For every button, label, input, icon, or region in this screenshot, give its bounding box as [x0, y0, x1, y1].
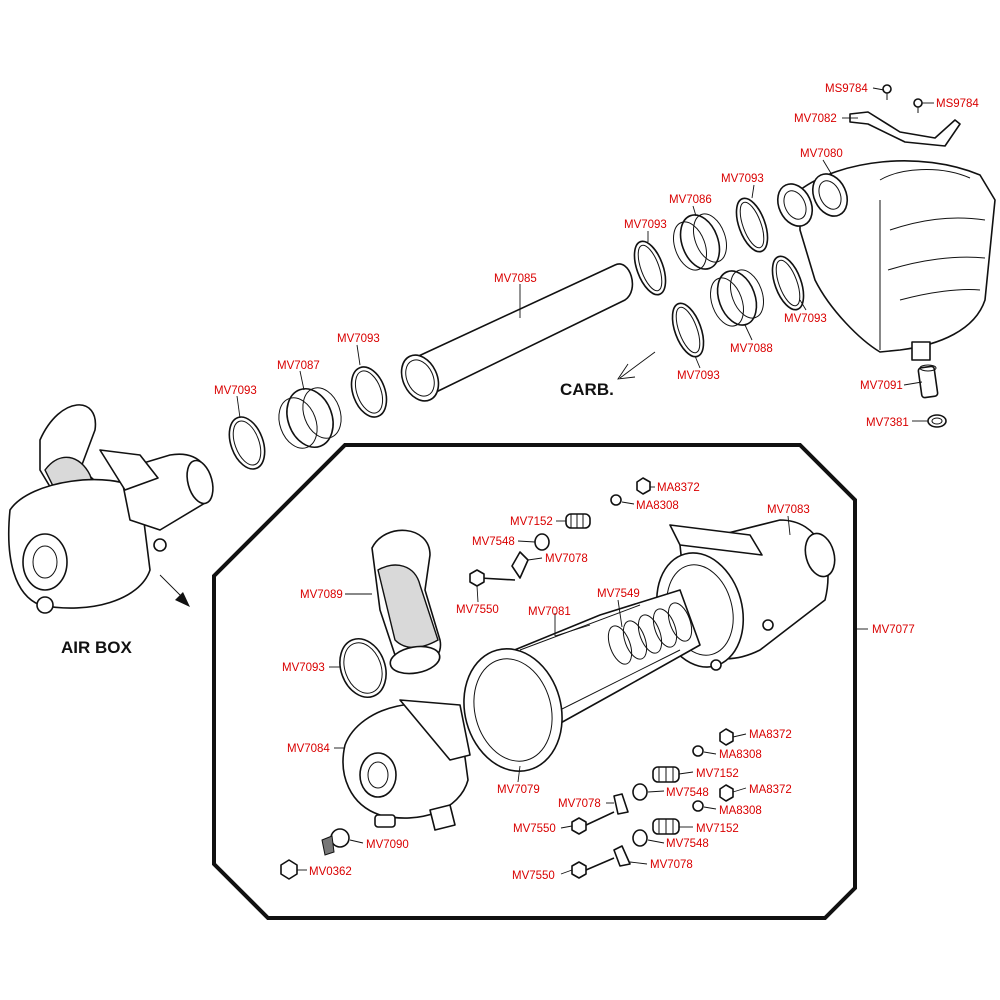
- nut-mv0362: [280, 859, 298, 880]
- coupler-mv7088: [710, 269, 764, 327]
- label-mv7080: MV7080: [800, 148, 843, 160]
- label-mv7548-c: MV7548: [666, 838, 709, 850]
- label-mv7082: MV7082: [794, 113, 837, 125]
- label-mv7078-b: MV7078: [558, 798, 601, 810]
- label-ms9784-a: MS9784: [825, 83, 868, 95]
- tube-mv7091: [917, 364, 939, 399]
- bolt-mv7550-a: [469, 569, 516, 587]
- label-mv7152-c: MV7152: [696, 823, 739, 835]
- label-mv7084: MV7084: [287, 743, 330, 755]
- clamp-mv7093-d: [228, 416, 266, 470]
- label-ma8308-a: MA8308: [636, 500, 679, 512]
- washer-ma8308-b: [692, 745, 704, 757]
- label-carb: CARB.: [560, 380, 614, 399]
- spring-mv7152-b: [652, 766, 680, 783]
- bushing-mv7548-a: [534, 533, 550, 551]
- label-air-box: AIR BOX: [61, 638, 133, 657]
- label-ma8308-b: MA8308: [719, 749, 762, 761]
- nut-ma8372-a: [636, 477, 651, 495]
- coupler-mv7086: [673, 213, 727, 271]
- tube-mv7085: [400, 263, 634, 402]
- clamp-mv7093-top: [735, 197, 769, 253]
- clamp-mv7093-f: [771, 255, 805, 311]
- label-mv7077: MV7077: [872, 624, 915, 636]
- resonator-mv7080: [776, 160, 996, 361]
- label-mv7078-a: MV7078: [545, 553, 588, 565]
- label-mv7550-c: MV7550: [512, 870, 555, 882]
- label-mv7152-b: MV7152: [696, 768, 739, 780]
- gasket-mv7079: [463, 648, 563, 772]
- detail-frame: [212, 443, 857, 920]
- label-mv7088: MV7088: [730, 343, 773, 355]
- bracket-mv7078-b: [613, 793, 629, 815]
- label-mv7093-d: MV7093: [214, 385, 257, 397]
- airbox-mv7084: [342, 699, 471, 831]
- label-mv7090: MV7090: [366, 839, 409, 851]
- label-mv7548-b: MV7548: [666, 787, 709, 799]
- valve-mv7090: [321, 828, 350, 856]
- bushing-mv7548-b: [632, 783, 648, 801]
- nut-ma8372-c: [719, 784, 734, 802]
- label-mv7093-e: MV7093: [677, 370, 720, 382]
- spring-mv7152-a: [565, 513, 591, 529]
- clamp-mv7381: [927, 414, 947, 428]
- label-mv7548-a: MV7548: [472, 536, 515, 548]
- washer-ma8308-a: [610, 494, 622, 506]
- label-mv7078-c: MV7078: [650, 859, 693, 871]
- label-mv7087: MV7087: [277, 360, 320, 372]
- label-mv7091: MV7091: [860, 380, 903, 392]
- bracket-mv7082: [849, 111, 961, 147]
- label-mv7093-c: MV7093: [337, 333, 380, 345]
- label-mv7093-g: MV7093: [282, 662, 325, 674]
- label-mv7093-top: MV7093: [721, 173, 764, 185]
- label-mv7079: MV7079: [497, 784, 540, 796]
- spring-mv7549: [607, 602, 693, 665]
- label-mv7083: MV7083: [767, 504, 810, 516]
- label-mv0362: MV0362: [309, 866, 352, 878]
- screw-ms9784-a: [882, 84, 892, 100]
- clamp-mv7093-b: [633, 240, 667, 296]
- carb-arrow: [619, 351, 656, 379]
- label-mv7093-b: MV7093: [624, 219, 667, 231]
- clamp-mv7093-e: [671, 302, 705, 358]
- label-ma8372-b: MA8372: [749, 729, 792, 741]
- coupler-mv7087: [278, 387, 342, 449]
- bracket-mv7078-c: [613, 845, 631, 867]
- nut-ma8372-b: [719, 728, 734, 746]
- screw-ms9784-b: [913, 98, 923, 113]
- spring-mv7152-c: [652, 818, 680, 835]
- bolt-mv7550-c: [571, 857, 615, 879]
- label-mv7550-b: MV7550: [513, 823, 556, 835]
- bracket-mv7078-a: [511, 551, 529, 579]
- label-mv7550-a: MV7550: [456, 604, 499, 616]
- air-box-assembly: [7, 404, 214, 614]
- bolt-mv7550-b: [571, 811, 615, 835]
- label-mv7081: MV7081: [528, 606, 571, 618]
- label-ms9784-b: MS9784: [936, 98, 979, 110]
- clamp-mv7093-c: [350, 366, 388, 418]
- washer-ma8308-c: [692, 800, 704, 812]
- label-ma8372-a: MA8372: [657, 482, 700, 494]
- leader-lines: [236, 87, 934, 875]
- label-ma8308-c: MA8308: [719, 805, 762, 817]
- clamp-mv7093-g: [339, 638, 387, 698]
- part-labels: MS9784 MS9784 MV7082 MV7080 MV7093 MV708…: [61, 83, 979, 882]
- label-mv7086: MV7086: [669, 194, 712, 206]
- label-mv7093-f: MV7093: [784, 313, 827, 325]
- label-ma8372-c: MA8372: [749, 784, 792, 796]
- label-mv7152-a: MV7152: [510, 516, 553, 528]
- label-mv7089: MV7089: [300, 589, 343, 601]
- label-mv7085: MV7085: [494, 273, 537, 285]
- elbow-mv7089: [371, 529, 442, 675]
- label-mv7381: MV7381: [866, 417, 909, 429]
- bushing-mv7548-c: [632, 829, 648, 847]
- label-mv7549: MV7549: [597, 588, 640, 600]
